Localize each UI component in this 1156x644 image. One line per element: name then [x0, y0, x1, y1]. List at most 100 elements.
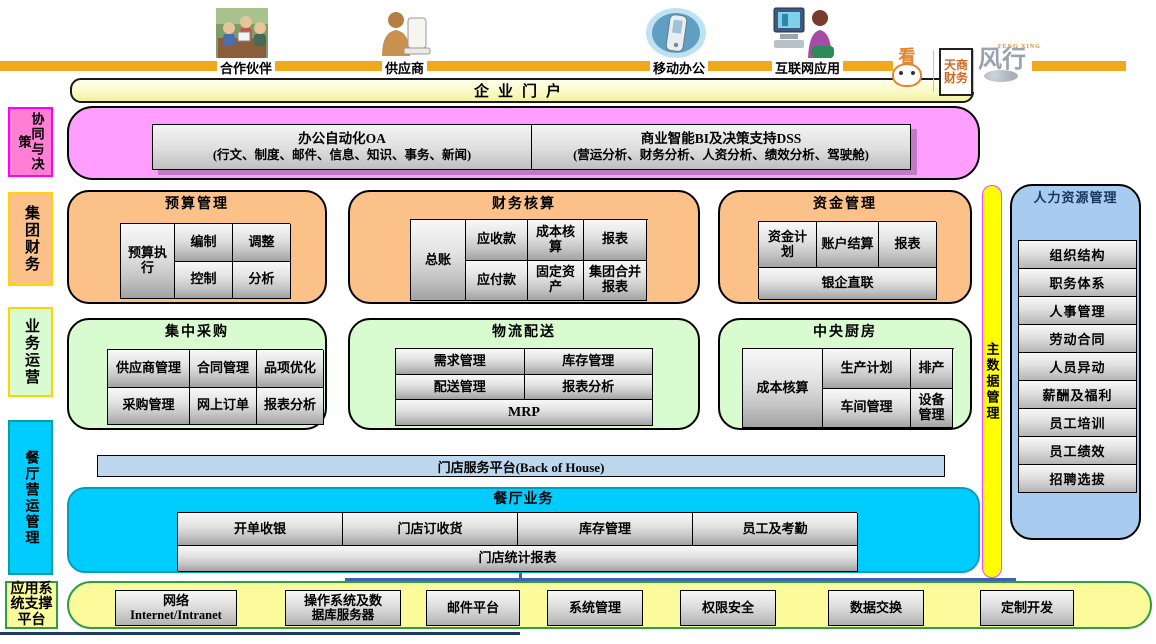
logistics-cell-mrp: MRP: [396, 400, 653, 426]
support-cell-line1: 定制开发: [1000, 600, 1053, 616]
partners-icon: [216, 8, 268, 63]
top-orange-bar-right: [1032, 61, 1126, 71]
support-cell-system-management: 系统管理: [547, 590, 643, 626]
enterprise-portal-title: 企业门户: [473, 84, 570, 100]
kitchen-cell: 车间管理: [823, 388, 911, 428]
funds-grid: 资金计划 账户结算 报表 银企直联: [758, 221, 937, 300]
budget-cell: 控制: [175, 261, 233, 299]
budget-cell: 预算执行: [121, 224, 175, 299]
connector-line: [345, 578, 1016, 581]
collaboration-decision-section: 办公自动化OA (行文、制度、邮件、信息、知识、事务、新闻) 商业智能BI及决策…: [67, 106, 980, 180]
hr-item-list: 组织结构 职务体系 人事管理 劳动合同 人员异动 薪酬及福利 员工培训 员工绩效…: [1018, 240, 1137, 493]
hr-title: 人力资源管理: [1033, 190, 1118, 205]
logistics-cell: 配送管理: [396, 374, 525, 401]
hr-item: 员工绩效: [1018, 436, 1137, 465]
hr-management-section: 人力资源管理 组织结构 职务体系 人事管理 劳动合同 人员异动 薪酬及福利 员工…: [1010, 184, 1141, 540]
hr-item: 薪酬及福利: [1018, 380, 1137, 409]
restaurant-grid: 开单收银 门店订收货 库存管理 员工及考勤 门店统计报表: [177, 512, 858, 572]
accounting-cell: 集团合并报表: [584, 260, 647, 301]
financial-accounting-box: 财务核算 总账 应收款 成本核算 报表 应付款 固定资产 集团合并报表: [348, 190, 700, 304]
support-cell-custom-development: 定制开发: [980, 590, 1074, 626]
central-procurement-box: 集中采购 供应商管理 合同管理 品项优化 采购管理 网上订单 报表分析: [67, 318, 327, 430]
funds-cell: 银企直联: [759, 268, 937, 300]
side-label-collaboration: 协同与决策: [8, 107, 53, 177]
bi-subtitle: (营运分析、财务分析、人资分析、绩效分析、驾驶舱): [573, 147, 869, 162]
accounting-cell: 报表: [584, 220, 647, 261]
support-cell-line1: 数据交换: [849, 600, 902, 616]
support-cell-line1: 权限安全: [701, 600, 754, 616]
side-label-text: 协同与决策: [16, 112, 45, 172]
tianshang-caiwu-logo: 天商 财务: [939, 48, 973, 96]
accounting-cell: 应收款: [466, 220, 528, 261]
budget-management-box: 预算管理 预算执行 编制 调整 控制 分析: [67, 190, 327, 304]
funds-cell: 报表: [879, 222, 937, 268]
accounting-cell: 应付款: [466, 260, 528, 301]
budget-title: 预算管理: [165, 197, 229, 212]
side-label-text: 业务运营: [23, 318, 39, 386]
restaurant-cell: 开单收银: [178, 513, 343, 546]
oa-title: 办公自动化OA: [298, 130, 386, 146]
store-service-platform-bar: 门店服务平台(Back of House): [97, 455, 945, 477]
support-cell-security: 权限安全: [680, 590, 776, 626]
hr-item: 员工培训: [1018, 408, 1137, 437]
restaurant-business-section: 餐厅业务 开单收银 门店订收货 库存管理 员工及考勤 门店统计报表: [67, 487, 980, 573]
accounting-cell: 总账: [411, 220, 466, 301]
tianshang-logo-line2: 财务: [943, 71, 968, 85]
logistics-grid: 需求管理 库存管理 配送管理 报表分析 MRP: [395, 348, 653, 426]
side-label-support-platform: 应用系统支撑平台: [5, 581, 58, 629]
collaboration-panels: 办公自动化OA (行文、制度、邮件、信息、知识、事务、新闻) 商业智能BI及决策…: [152, 124, 911, 170]
side-label-text: 餐厅营运管理: [23, 449, 39, 546]
support-cell-data-exchange: 数据交换: [828, 590, 924, 626]
budget-cell: 分析: [233, 261, 291, 299]
oa-subtitle: (行文、制度、邮件、信息、知识、事务、新闻): [212, 147, 472, 162]
top-orange-bar-left: [0, 61, 893, 71]
support-cell-os-database: 操作系统及数 据库服务器: [285, 590, 401, 626]
accounting-cell: 固定资产: [528, 260, 584, 301]
logistics-cell: 报表分析: [524, 374, 653, 401]
channel-label-partners: 合作伙伴: [217, 58, 276, 77]
channel-label-supplier: 供应商: [382, 58, 428, 77]
fengxing-logo: FENG XING 风行: [978, 44, 1041, 82]
funds-management-box: 资金管理 资金计划 账户结算 报表 银企直联: [718, 190, 972, 304]
hr-item: 组织结构: [1018, 240, 1137, 269]
side-label-restaurant-operations: 餐厅营运管理: [8, 420, 53, 575]
bottom-navy-line: [0, 632, 520, 635]
support-cell-line1: 邮件平台: [446, 600, 499, 616]
restaurant-cell: 库存管理: [518, 513, 693, 546]
side-label-text: 集团财务: [23, 205, 39, 273]
procurement-cell: 品项优化: [257, 350, 324, 388]
funds-cell: 资金计划: [759, 222, 817, 268]
fengxing-logo-subtext: FENG XING: [998, 44, 1041, 50]
kitchen-cell: 设备管理: [911, 388, 953, 428]
procurement-cell: 报表分析: [257, 387, 324, 425]
hr-item: 人事管理: [1018, 296, 1137, 325]
restaurant-cell: 门店统计报表: [178, 546, 858, 572]
kitchen-cell: 排产: [911, 349, 953, 389]
support-cell-network: 网络 Internet/Intranet: [115, 590, 237, 626]
bi-title: 商业智能BI及决策支持DSS: [640, 130, 802, 146]
logo-divider: [973, 50, 974, 92]
central-kitchen-box: 中央厨房 生产计划 排产 成本核算 车间管理 设备管理: [718, 318, 972, 430]
channel-label-internet-app: 互联网应用: [772, 58, 844, 77]
supplier-icon: [378, 10, 432, 63]
hr-item: 职务体系: [1018, 268, 1137, 297]
restaurant-cell: 员工及考勤: [693, 513, 858, 546]
budget-cell: 编制: [175, 224, 233, 262]
procurement-cell: 供应商管理: [108, 350, 190, 388]
mobile-office-icon: [645, 7, 707, 64]
hr-item: 劳动合同: [1018, 324, 1137, 353]
kitchen-cell: 生产计划: [823, 349, 911, 389]
kan-brand-logo: 看: [892, 48, 922, 87]
kan-logo-face-icon: [892, 63, 922, 87]
channel-label-mobile-office: 移动办公: [650, 58, 709, 77]
tianshang-logo-line1: 天商: [943, 58, 968, 73]
side-label-business-operations: 业务运营: [8, 307, 53, 397]
kitchen-grid: 生产计划 排产 成本核算 车间管理 设备管理: [742, 348, 954, 428]
accounting-grid: 总账 应收款 成本核算 报表 应付款 固定资产 集团合并报表: [410, 219, 648, 301]
hr-item: 人员异动: [1018, 352, 1137, 381]
internet-app-icon: [772, 6, 836, 65]
bi-dss-panel: 商业智能BI及决策支持DSS (营运分析、财务分析、人资分析、绩效分析、驾驶舱): [531, 125, 910, 169]
support-cell-line2: Internet/Intranet: [130, 608, 222, 623]
accounting-cell: 成本核算: [528, 220, 584, 261]
